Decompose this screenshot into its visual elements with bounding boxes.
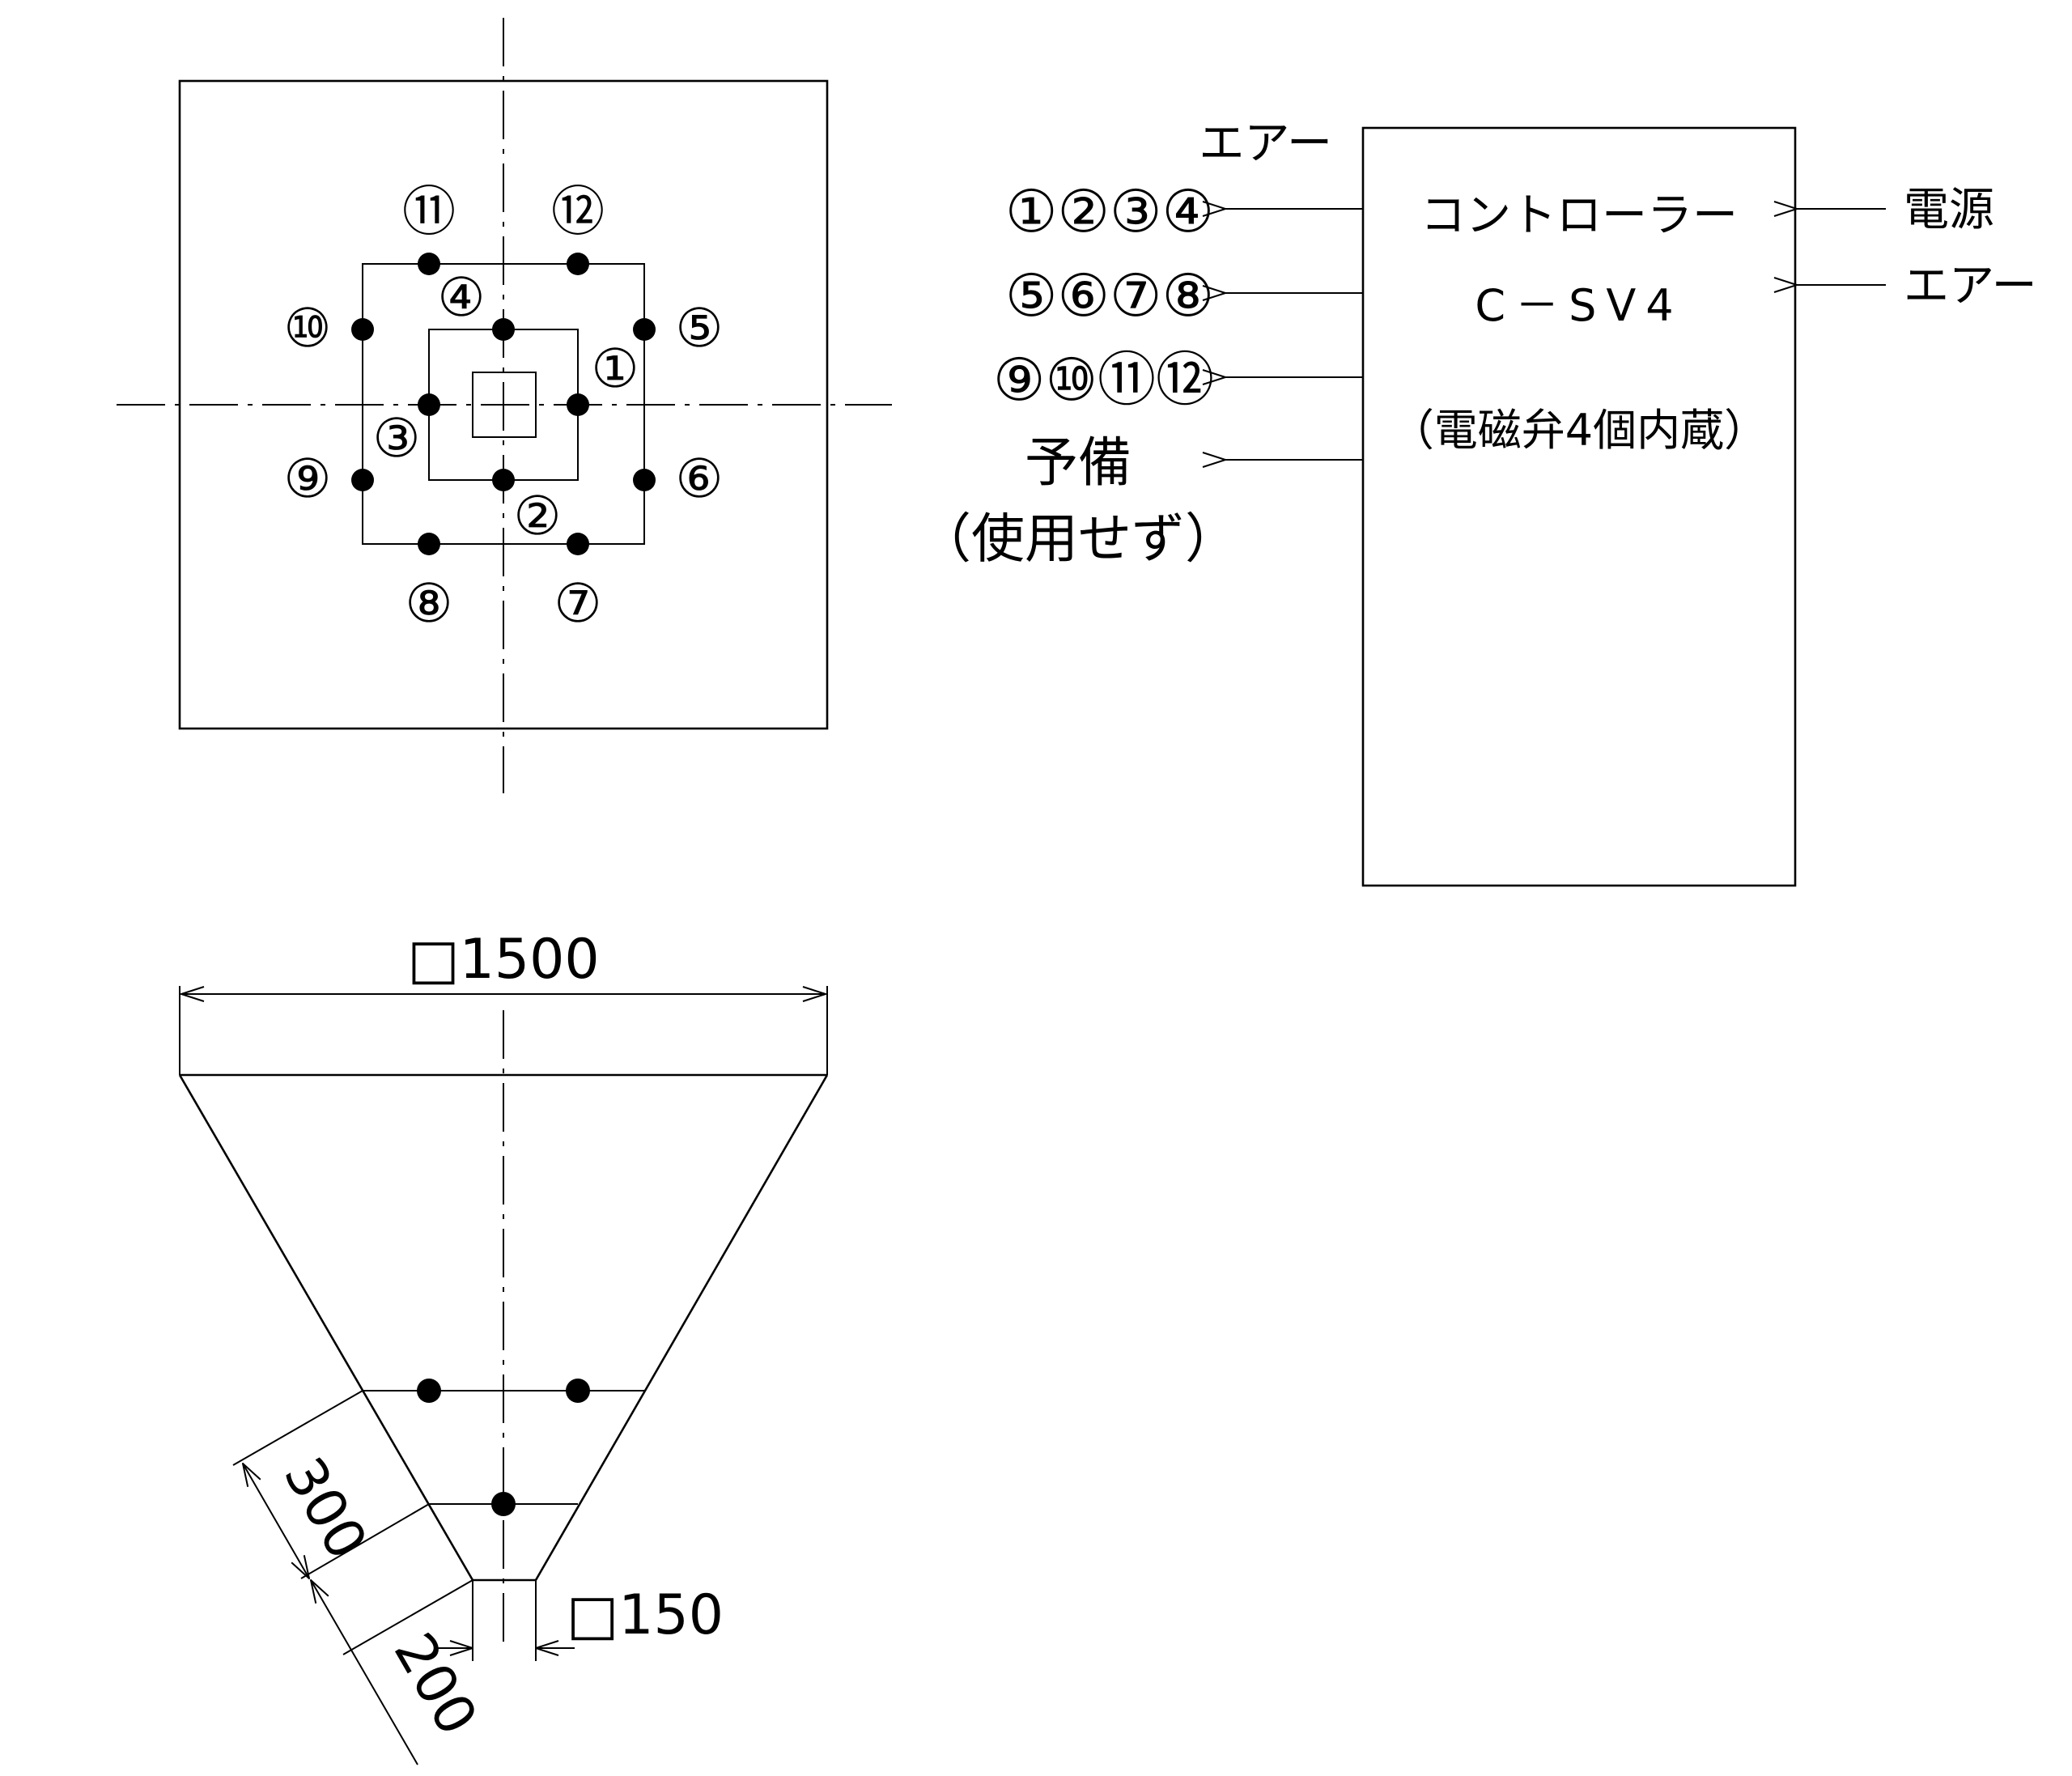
air-input-label: エアー [1904, 260, 2037, 312]
valve-label-10: ⑩ [283, 297, 331, 359]
slope-ext-upper [232, 1390, 363, 1466]
valve-dot-7 [567, 533, 589, 555]
top-air-label: エアー [1199, 117, 1332, 170]
output-label-group2: ⑤⑥⑦⑧ [1005, 261, 1214, 329]
valve-label-6: ⑥ [675, 448, 723, 510]
power-input-label: 電源 [1904, 184, 1994, 236]
valve-label-3: ③ [372, 407, 420, 469]
section-valve-dot-left [417, 1379, 441, 1403]
valve-label-12: ⑫ [551, 181, 605, 243]
output-label-spare-line1: 予備 [1025, 431, 1132, 494]
valve-dot-10 [351, 318, 374, 341]
output-label-group3: ⑨⑩⑪⑫ [993, 346, 1214, 414]
slope-dim-line-upper [243, 1464, 309, 1578]
controller-schematic: コントローラー C－SV4 （電磁弁4個内蔵） エアー 電源 エアー ①②③④ … [918, 117, 2037, 887]
valve-dot-2 [492, 469, 515, 491]
dim-top-width: □1500 [407, 928, 599, 992]
dim-bottom-width: □150 [567, 1583, 724, 1647]
slope-ext-lower [342, 1579, 473, 1655]
valve-dot-5 [633, 318, 656, 341]
section-valve-dot-right [566, 1379, 590, 1403]
outlet-square [472, 372, 537, 438]
cone-right-wall [534, 1074, 829, 1581]
valve-label-11: ⑪ [402, 181, 456, 243]
valve-dot-11 [418, 253, 440, 275]
controller-note: （電磁弁4個内蔵） [1391, 405, 1768, 456]
controller-name: コントローラー [1420, 189, 1738, 242]
valve-dot-6 [633, 469, 656, 491]
valve-label-1: ① [591, 338, 639, 400]
valve-dot-8 [418, 533, 440, 555]
valve-dot-12 [567, 253, 589, 275]
output-label-group1: ①②③④ [1005, 177, 1214, 245]
section-valve-dot-center [491, 1492, 516, 1516]
valve-dot-1 [567, 393, 589, 416]
outer-ring [362, 263, 645, 545]
valve-label-4: ④ [437, 266, 485, 329]
cone-left-wall [178, 1074, 474, 1581]
valve-label-7: ⑦ [554, 572, 601, 635]
valve-dot-4 [492, 318, 515, 341]
valve-dot-3 [418, 393, 440, 416]
valve-label-9: ⑨ [283, 448, 331, 510]
slope-dim-line-lower [311, 1580, 418, 1765]
controller-model: C－SV4 [1475, 280, 1683, 331]
output-label-spare-line2: （使用せず） [918, 508, 1238, 570]
valve-dot-9 [351, 469, 374, 491]
valve-label-8: ⑧ [405, 572, 452, 635]
valve-label-2: ② [513, 485, 561, 547]
plan-view: ① ② ③ ④ ⑤ ⑥ ⑦ ⑧ ⑨ ⑩ ⑪ ⑫ [117, 18, 892, 793]
controller-box [1361, 126, 1797, 887]
section-view: □1500 300 200 □150 [178, 928, 829, 1765]
valve-label-5: ⑤ [675, 297, 723, 359]
slope-ext-middle [300, 1503, 430, 1579]
slope-dim-upper: 300 [271, 1447, 379, 1570]
